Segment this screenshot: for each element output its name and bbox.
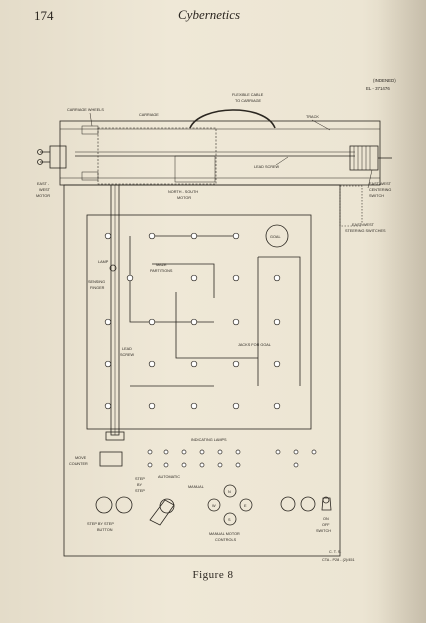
indicating-lamps [147, 449, 317, 468]
label-carriage: CARRIAGE [139, 113, 159, 117]
machine-board [63, 184, 341, 557]
figure-caption: Figure 8 [192, 569, 234, 581]
label-ew-steering-1: EAST-WEST [352, 223, 375, 227]
track-frame [59, 120, 381, 186]
label-ew-centering-1: EAST-WEST [369, 182, 392, 186]
stamp-line-2: EL - 371476 [366, 86, 390, 91]
label-jacks-goal: JACKS FOR GOAL [238, 343, 271, 347]
label-carriage-wheels: CARRIAGE WHEELS [67, 108, 104, 112]
label-step-2: BY [137, 483, 143, 487]
carriage [97, 127, 217, 185]
label-lamp: LAMP [98, 260, 109, 264]
label-ew-centering-2: CENTERING [369, 188, 391, 192]
label-maze-2: PARTITIONS [150, 269, 173, 273]
label-step-3: STEP [135, 489, 145, 493]
page-gutter-shadow [378, 0, 426, 623]
steering-switches [339, 185, 363, 227]
label-indicating-lamps: INDICATING LAMPS [191, 438, 227, 442]
manual-motor-controls: N W E S [207, 484, 253, 526]
label-lead-screw-top: LEAD SCREW [254, 165, 280, 169]
initials: C. T. S. [329, 550, 341, 554]
label-flexible-cable-2: TO CARRIAGE [235, 99, 262, 103]
step-button-left [95, 496, 113, 514]
label-manual-motor-1: MANUAL MOTOR [209, 532, 240, 536]
label-move-counter-1: MOVE [75, 456, 87, 460]
label-move-counter-2: COUNTER [69, 462, 88, 466]
running-head: Cybernetics [178, 7, 241, 22]
label-step-button-2: BUTTON [97, 528, 113, 532]
label-step-1: STEP [135, 477, 145, 481]
label-lead-side-2: SCREW [120, 353, 135, 357]
label-off: OFF [322, 523, 330, 527]
maze-area [86, 214, 312, 430]
label-flexible-cable-1: FLEXIBLE CABLE [232, 93, 264, 97]
label-ns-motor-1: NORTH - SOUTH [168, 190, 198, 194]
east-west-motor [49, 145, 67, 169]
goal-circle [265, 224, 289, 248]
stamp-line-1: (INDENED) [373, 78, 396, 83]
control-dial-2 [300, 496, 316, 512]
label-dir-n: N [228, 490, 231, 494]
label-dir-e: E [244, 504, 247, 508]
label-step-button-1: STEP BY STEP [87, 522, 114, 526]
north-south-motor [174, 155, 216, 183]
label-manual: MANUAL [188, 485, 204, 489]
label-track: TRACK [306, 115, 319, 119]
label-ew-motor-2: WEST [39, 188, 51, 192]
label-ew-motor-1: EAST - [37, 182, 50, 186]
label-ns-motor-2: MOTOR [177, 196, 191, 200]
label-manual-motor-2: CONTROLS [215, 538, 237, 542]
label-goal: GOAL [270, 235, 281, 239]
label-switch: SWITCH [316, 529, 331, 533]
label-on: ON [323, 517, 329, 521]
jack-grid [104, 232, 281, 410]
label-maze-1: MAZE [156, 263, 167, 267]
page-number: 174 [34, 8, 54, 23]
label-sensing-1: SENSING [88, 280, 105, 284]
on-off-switch [321, 497, 332, 511]
drawing-number: CTA - P28 - (2)/451 [322, 558, 355, 562]
step-button-right [115, 496, 133, 514]
control-dial-1 [280, 496, 296, 512]
label-dir-w: W [212, 504, 216, 508]
label-ew-centering-3: SWITCH [369, 194, 384, 198]
label-automatic: AUTOMATIC [158, 475, 180, 479]
label-lead-side-1: LEAD [122, 347, 132, 351]
move-counter [99, 451, 123, 467]
flexible-cable [189, 109, 276, 129]
label-ew-motor-3: MOTOR [36, 194, 50, 198]
label-dir-s: S [228, 518, 231, 522]
label-ew-steering-2: STEERING SWITCHES [345, 229, 386, 233]
label-sensing-2: FINGER [90, 286, 105, 290]
